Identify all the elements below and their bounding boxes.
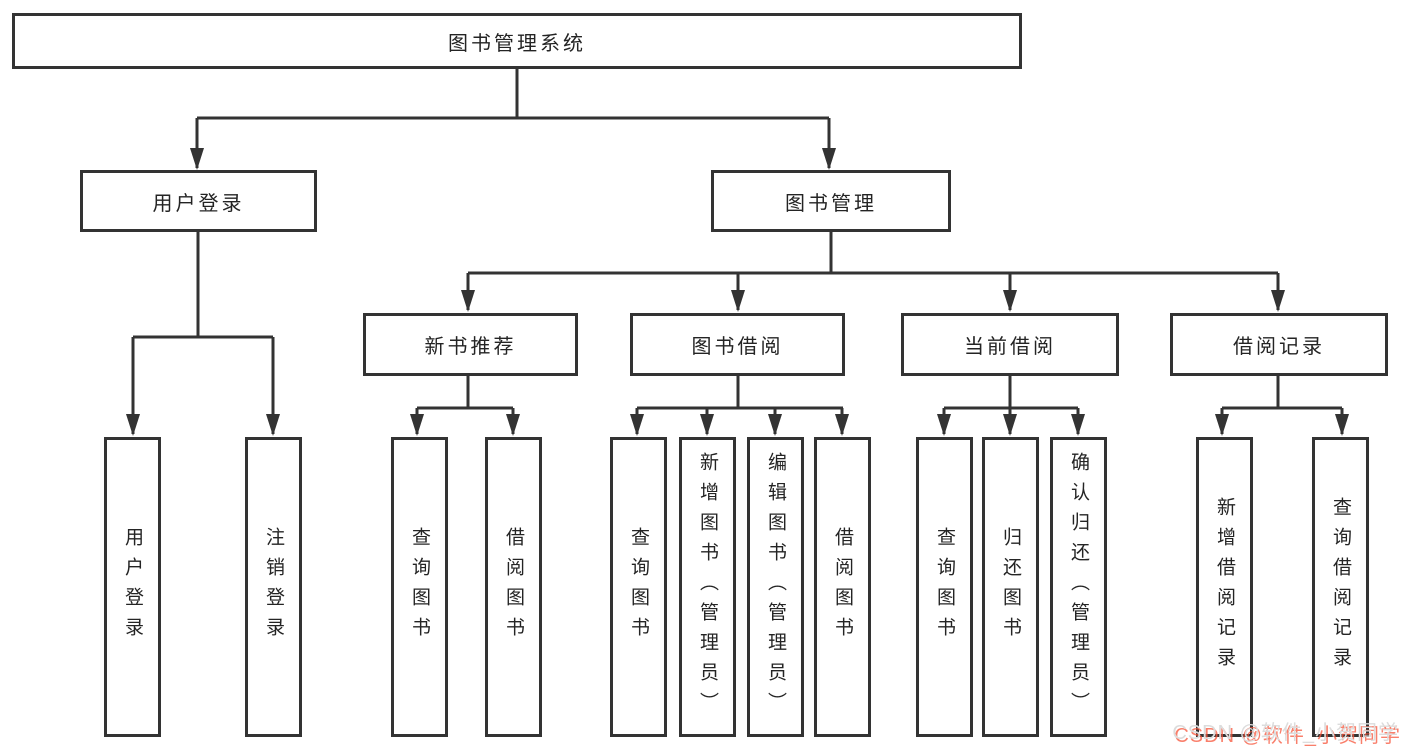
node-new-book-recommendation: 新书推荐 xyxy=(363,313,578,376)
node-leaf-add-borrow-record: 新增借阅记录 xyxy=(1196,437,1253,737)
node-leaf-edit-books-admin: 编辑图书（管理员） xyxy=(747,437,804,737)
node-label: 新增图书（管理员） xyxy=(697,452,718,722)
node-label: 用户登录 xyxy=(152,192,245,215)
node-label: 注销登录 xyxy=(263,527,284,647)
node-leaf-query-books-current: 查询图书 xyxy=(916,437,973,737)
node-label: 归还图书 xyxy=(1000,527,1021,647)
node-leaf-borrow-books-recommend: 借阅图书 xyxy=(485,437,542,737)
node-label: 编辑图书（管理员） xyxy=(765,452,786,722)
node-leaf-query-borrow-record: 查询借阅记录 xyxy=(1312,437,1369,737)
node-leaf-confirm-return-admin: 确认归还（管理员） xyxy=(1050,437,1107,737)
node-leaf-return-books: 归还图书 xyxy=(982,437,1039,737)
node-leaf-logout: 注销登录 xyxy=(245,437,302,737)
node-book-borrowing: 图书借阅 xyxy=(630,313,845,376)
node-label: 借阅记录 xyxy=(1233,336,1325,358)
node-label: 当前借阅 xyxy=(964,336,1056,358)
node-label: 查询图书 xyxy=(409,527,430,647)
node-leaf-query-books-borrowing: 查询图书 xyxy=(610,437,667,737)
node-label: 图书借阅 xyxy=(691,336,784,358)
node-borrowing-records: 借阅记录 xyxy=(1170,313,1388,376)
node-user-login-group: 用户登录 xyxy=(80,170,317,232)
tree-branch-lines xyxy=(133,69,1342,410)
node-book-management: 图书管理 xyxy=(711,170,951,232)
node-label: 新增借阅记录 xyxy=(1214,497,1235,677)
node-label: 新书推荐 xyxy=(424,336,517,358)
node-label: 借阅图书 xyxy=(832,527,853,647)
node-library-management-system: 图书管理系统 xyxy=(12,13,1022,69)
node-label: 用户登录 xyxy=(122,527,143,647)
node-leaf-borrow-books: 借阅图书 xyxy=(814,437,871,737)
node-leaf-add-books-admin: 新增图书（管理员） xyxy=(679,437,736,737)
node-label: 查询图书 xyxy=(934,527,955,647)
node-label: 确认归还（管理员） xyxy=(1068,452,1089,722)
node-label: 图书管理 xyxy=(785,192,877,215)
node-leaf-user-login: 用户登录 xyxy=(104,437,161,737)
node-label: 图书管理系统 xyxy=(448,32,586,55)
node-label: 借阅图书 xyxy=(503,527,524,647)
node-current-borrowing: 当前借阅 xyxy=(901,313,1119,376)
node-label: 查询借阅记录 xyxy=(1330,497,1351,677)
node-leaf-query-books-recommend: 查询图书 xyxy=(391,437,448,737)
node-label: 查询图书 xyxy=(628,527,649,647)
